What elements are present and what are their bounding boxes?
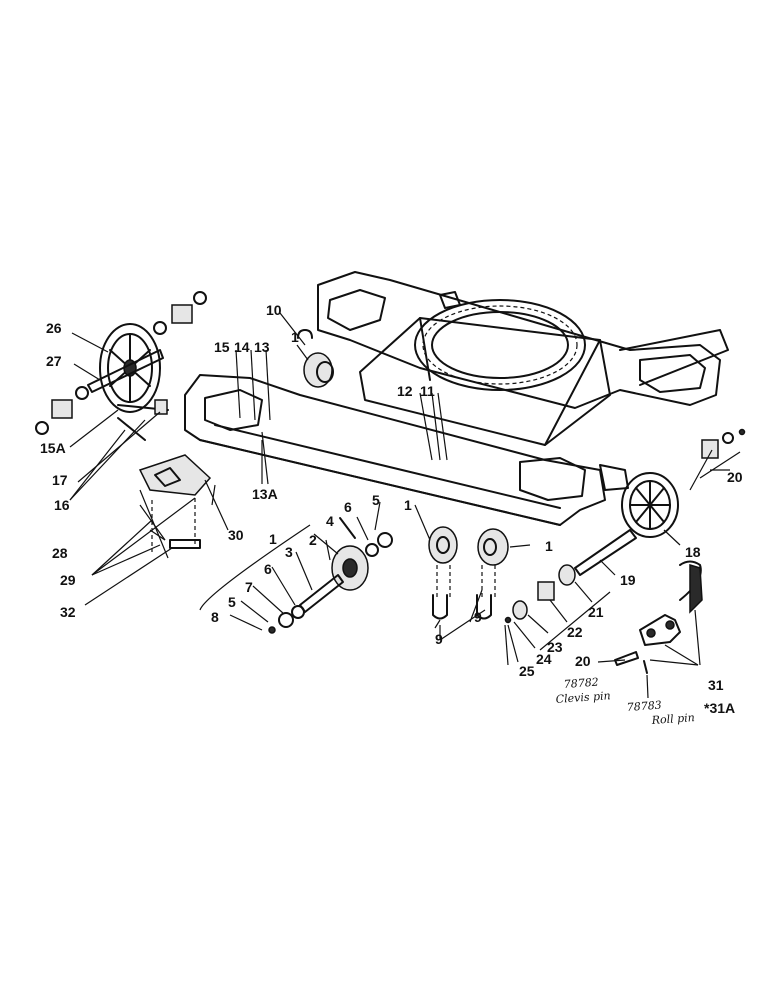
callout-labels: 1 10 15 14 13 26 27 15A 17 16 13A 12 11 …	[40, 302, 743, 716]
u-bolts	[432, 594, 492, 620]
callout-5-left: 5	[228, 594, 236, 610]
callout-31: 31	[708, 677, 724, 693]
callout-13: 13	[254, 339, 270, 355]
callout-6-top: 6	[344, 499, 352, 515]
roll-pin	[643, 660, 648, 674]
clevis-pin-part-number: 78782	[563, 676, 599, 691]
roller-top	[297, 329, 334, 388]
callout-22: 22	[567, 624, 583, 640]
handwritten-notes: 78782 Clevis pin 78783 Roll pin	[555, 676, 695, 727]
callout-23: 23	[547, 639, 563, 655]
callout-15: 15	[214, 339, 230, 355]
callout-20-right: 20	[727, 469, 743, 485]
callout-6-left: 6	[264, 561, 272, 577]
callout-2: 2	[309, 532, 317, 548]
callout-28: 28	[52, 545, 68, 561]
callout-12: 12	[397, 383, 413, 399]
callout-1-left: 1	[269, 531, 277, 547]
callout-3: 3	[285, 544, 293, 560]
sprocket-axle	[574, 529, 637, 576]
callout-10: 10	[266, 302, 282, 318]
idler-axle	[87, 349, 164, 393]
leader-lines	[69, 312, 741, 699]
drive-sprocket	[621, 472, 679, 538]
callout-9-a: 9	[474, 609, 482, 625]
track-chain	[639, 560, 703, 646]
callout-1-top: 1	[291, 329, 299, 345]
callout-9-b: 9	[435, 631, 443, 647]
callout-17: 17	[52, 472, 68, 488]
idler-wheel	[99, 323, 161, 413]
callout-30: 30	[228, 527, 244, 543]
callout-29: 29	[60, 572, 76, 588]
callout-32: 32	[60, 604, 76, 620]
roller-exploded	[268, 517, 393, 634]
callout-24: 24	[536, 651, 552, 667]
callout-19: 19	[620, 572, 636, 588]
callout-18: 18	[685, 544, 701, 560]
callout-1-mid-a: 1	[404, 497, 412, 513]
callout-4: 4	[326, 513, 334, 529]
callout-14: 14	[234, 339, 250, 355]
callout-8: 8	[211, 609, 219, 625]
undercarriage-frame	[184, 271, 729, 526]
roller-center-a	[428, 526, 458, 600]
callout-1-mid-b: 1	[545, 538, 553, 554]
callout-15a: 15A	[40, 440, 66, 456]
idler-bearing-blocks	[35, 291, 207, 435]
callout-13a: 13A	[252, 486, 278, 502]
clevis-pin-label: Clevis pin	[555, 689, 611, 706]
callout-11: 11	[420, 383, 435, 399]
callout-26: 26	[46, 320, 62, 336]
clevis-pin	[614, 651, 639, 666]
callout-20-bottom: 20	[575, 653, 591, 669]
callout-16: 16	[54, 497, 70, 513]
roll-pin-part-number: 78783	[626, 699, 662, 714]
callout-21: 21	[588, 604, 604, 620]
callout-5-top: 5	[372, 492, 380, 508]
adjuster-bolt	[117, 399, 169, 441]
roller-center-b	[477, 528, 509, 600]
callout-27: 27	[46, 353, 62, 369]
roll-pin-label: Roll pin	[650, 711, 695, 727]
callout-25: 25	[519, 663, 535, 679]
callout-7: 7	[245, 579, 253, 595]
track-guard	[138, 454, 212, 552]
sprocket-bearing-parts	[504, 428, 746, 624]
callout-31a: *31A	[704, 700, 735, 716]
